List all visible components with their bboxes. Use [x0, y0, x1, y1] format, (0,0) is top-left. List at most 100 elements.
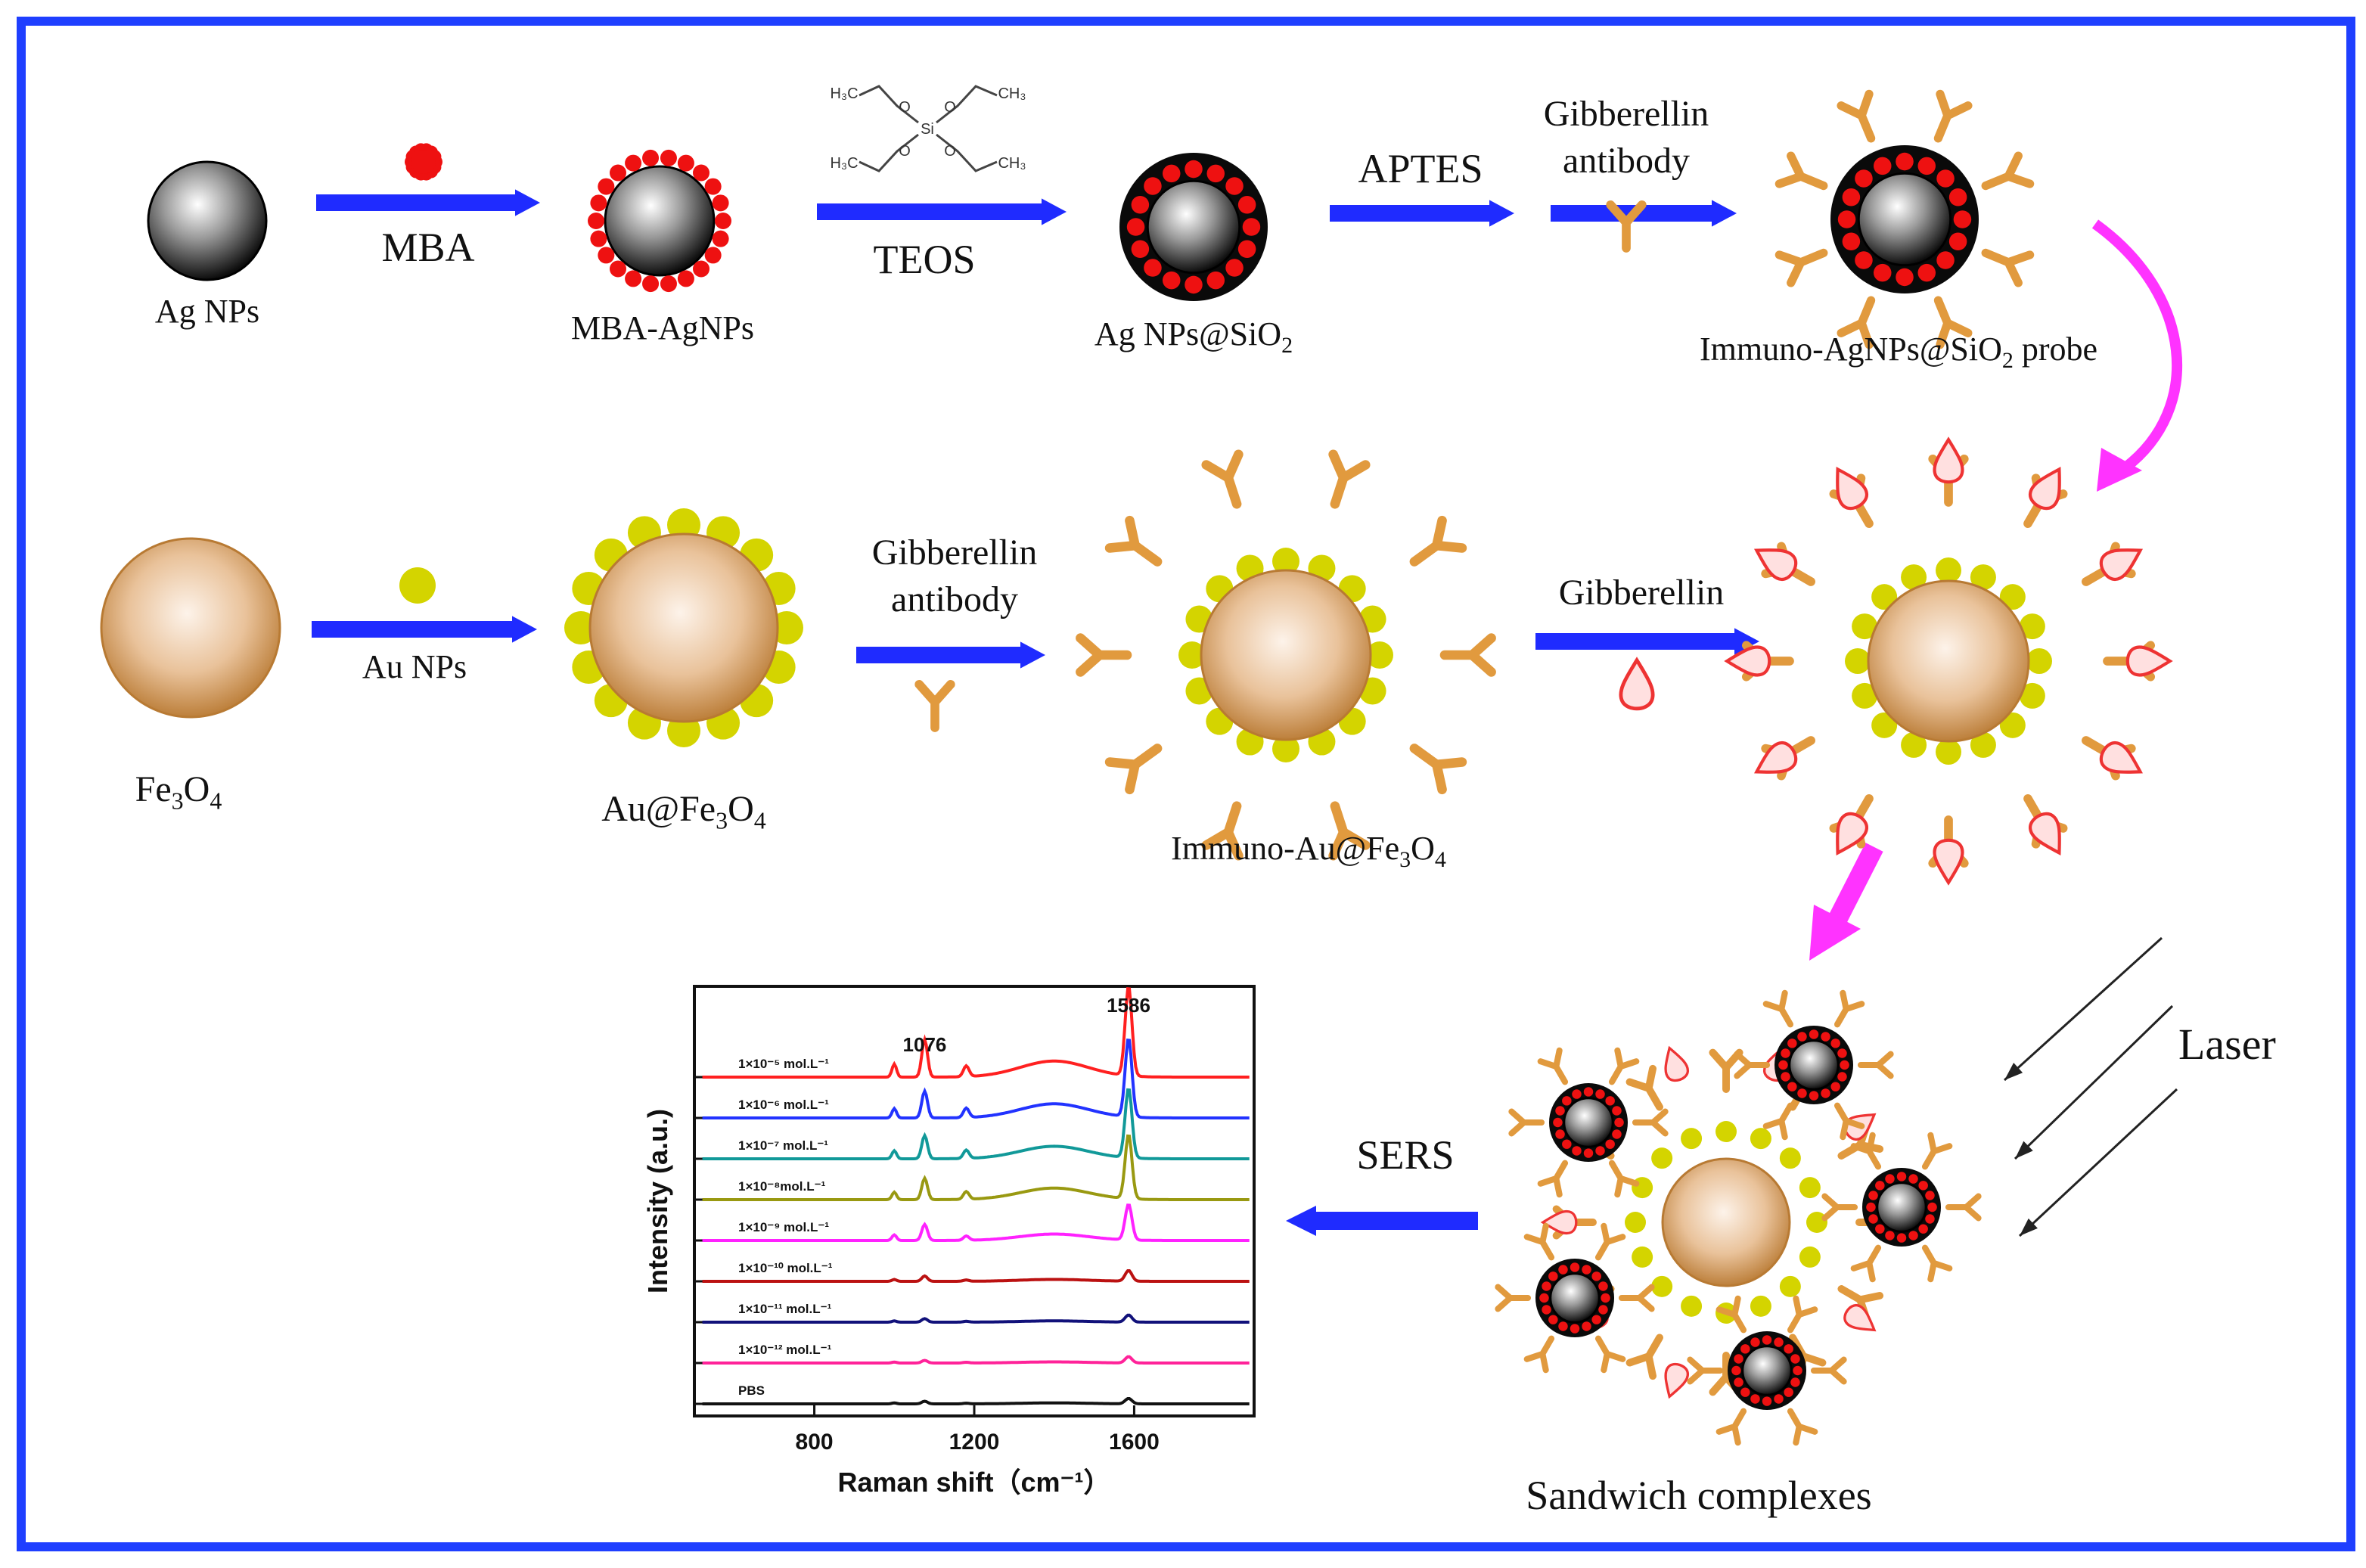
sandwich-probe-4-core: [1549, 1272, 1601, 1324]
sandwich-gold-dot: [1750, 1295, 1771, 1317]
sandwich-probe-5-mba-dot: [1734, 1354, 1743, 1364]
sandwich-gold-dot: [1651, 1275, 1673, 1297]
teos-o-4: O: [944, 143, 956, 160]
fe3o4-particle: [100, 537, 281, 719]
immuno-antibody: [1201, 801, 1244, 861]
laser-arrow-2: [2014, 1004, 2174, 1160]
ag-sio2-mba-dot: [1162, 164, 1181, 183]
sandwich-probe-antibody: [1537, 1047, 1569, 1085]
arrow-mba: [316, 189, 540, 216]
probe-mba-dot: [1873, 157, 1892, 175]
mba-agnp-dot: [660, 275, 677, 293]
sandwich-probe-antibody: [1716, 1295, 1747, 1334]
sandwich-gibberellin: [1540, 1209, 1578, 1235]
sandwich-antibody: [1709, 1048, 1743, 1093]
ag-sio2-mba-dot: [1206, 164, 1225, 183]
sandwich-probe-4-mba-dot: [1548, 1315, 1558, 1324]
arrow-gibberellin: [1535, 628, 1759, 655]
captured-core: [1867, 579, 2030, 743]
sandwich-probe-2-mba-dot: [1572, 1089, 1582, 1099]
immuno-antibody: [1201, 449, 1244, 509]
captured-gold-dot: [1852, 613, 1878, 640]
ag-sio2-mba-dot: [1131, 195, 1150, 214]
sandwich-probe-3-mba-dot: [1927, 1202, 1937, 1212]
spectrum-line: [702, 1088, 1250, 1160]
probe-mba-dot: [1896, 268, 1914, 287]
x-axis-label: Raman shift（cm⁻¹）: [837, 1467, 1110, 1498]
probe-mba-dot: [1917, 157, 1936, 175]
sandwich-probe-antibody: [1508, 1108, 1545, 1137]
mba-agnp-dot: [609, 260, 626, 278]
ag-sio2-mba-dot: [1206, 271, 1225, 290]
sandwich-probe-4-mba-dot: [1570, 1262, 1580, 1272]
ag-sio2-mba-dot: [1144, 177, 1162, 195]
sandwich-probe-4-mba-dot: [1558, 1321, 1568, 1331]
sandwich-probe-antibody: [1608, 1047, 1640, 1085]
immuno-gold-dot: [1272, 548, 1299, 575]
label-immuno-agnps-probe: Immuno-AgNPs@SiO2 probe: [1699, 331, 2098, 373]
immuno-antibody: [1328, 801, 1371, 861]
sandwich-probe-1-mba-dot: [1837, 1048, 1847, 1058]
sandwich-probe-antibody: [1787, 1408, 1818, 1446]
sandwich-probe-2-mba-dot: [1612, 1106, 1622, 1116]
sandwich-probe-antibody: [1921, 1132, 1953, 1170]
label-sers: SERS: [1356, 1132, 1455, 1178]
sandwich-probe-1-mba-dot: [1787, 1082, 1797, 1091]
series-label: 1×10⁻⁷ mol.L⁻¹: [738, 1138, 828, 1153]
series-label: 1×10⁻⁸mol.L⁻¹: [738, 1179, 826, 1194]
sandwich-probe-2-mba-dot: [1612, 1129, 1622, 1139]
series-label: 1×10⁻⁶ mol.L⁻¹: [738, 1098, 829, 1112]
captured-gold-dot: [1970, 731, 1996, 758]
sandwich-probe-4-mba-dot: [1542, 1281, 1551, 1291]
ag-sio2-mba-dot: [1162, 271, 1181, 290]
sandwich-probe-2-core: [1563, 1097, 1614, 1148]
sandwich-probe-1-mba-dot: [1821, 1032, 1830, 1042]
immuno-antibody: [1104, 744, 1163, 795]
sandwich-probe-1-mba-dot: [1830, 1082, 1840, 1091]
sandwich-probe-antibody: [1687, 1356, 1724, 1385]
immuno-gold-dot: [1272, 735, 1299, 762]
sandwich-probe-3-mba-dot: [1896, 1233, 1907, 1243]
label-au-fe3o4: Au@Fe3O4: [601, 789, 766, 834]
sandwich-core: [1661, 1157, 1791, 1287]
x-tick-label: 1600: [1109, 1430, 1160, 1455]
captured-gold-dot: [2019, 682, 2045, 709]
sandwich-probe-antibody: [1850, 1244, 1882, 1283]
captured-gibberellin: [1836, 812, 1869, 856]
captured-gold-dot: [1845, 648, 1871, 674]
nanoparticle-illustrations: [100, 89, 2173, 1446]
probe-antibody: [1837, 296, 1876, 349]
teos-o-2: O: [944, 99, 956, 116]
sandwich-gibberellin: [1843, 1304, 1877, 1332]
captured-gold-dot: [1999, 584, 2026, 610]
sandwich-gold-dot: [1651, 1147, 1673, 1169]
arrow-sers: [1286, 1206, 1478, 1236]
sandwich-probe-3-mba-dot: [1925, 1191, 1935, 1200]
captured-gibberellin: [2099, 741, 2144, 774]
captured-gibberellin: [1724, 645, 1771, 677]
sandwich-probe-1-mba-dot: [1787, 1039, 1797, 1048]
sandwich-probe-antibody: [1716, 1408, 1747, 1446]
series-label: 1×10⁻⁹ mol.L⁻¹: [738, 1220, 829, 1234]
probe-mba-dot: [1948, 232, 1967, 251]
sandwich-gold-dot: [1779, 1147, 1801, 1169]
sandwich-probe-4-mba-dot: [1542, 1305, 1551, 1315]
arrow-magenta-curve-head: [2097, 448, 2142, 492]
sandwich-probe-2-mba-dot: [1614, 1117, 1624, 1128]
sandwich-probe-5-mba-dot: [1784, 1387, 1793, 1397]
captured-gold-dot: [2019, 613, 2045, 640]
immuno-gold-dot: [1178, 641, 1206, 669]
sandwich-probe-1-mba-dot: [1821, 1088, 1830, 1098]
probe-antibody: [1775, 151, 1828, 191]
mba-agnp-dot: [712, 230, 729, 247]
sandwich-probe-3-mba-dot: [1885, 1174, 1895, 1184]
sandwich-probe-3-core: [1876, 1181, 1927, 1233]
sandwich-antibody: [1625, 1064, 1663, 1111]
sandwich-probe-antibody: [1850, 1132, 1882, 1170]
laser-arrow-head-3: [2020, 1218, 2038, 1236]
sandwich-probe-3-mba-dot: [1868, 1191, 1878, 1200]
arrow-antibody-row2: [856, 641, 1045, 669]
captured-gold-dot: [1852, 682, 1878, 709]
captured-gibberellin: [1836, 466, 1869, 511]
captured-gibberellin: [2125, 645, 2173, 677]
